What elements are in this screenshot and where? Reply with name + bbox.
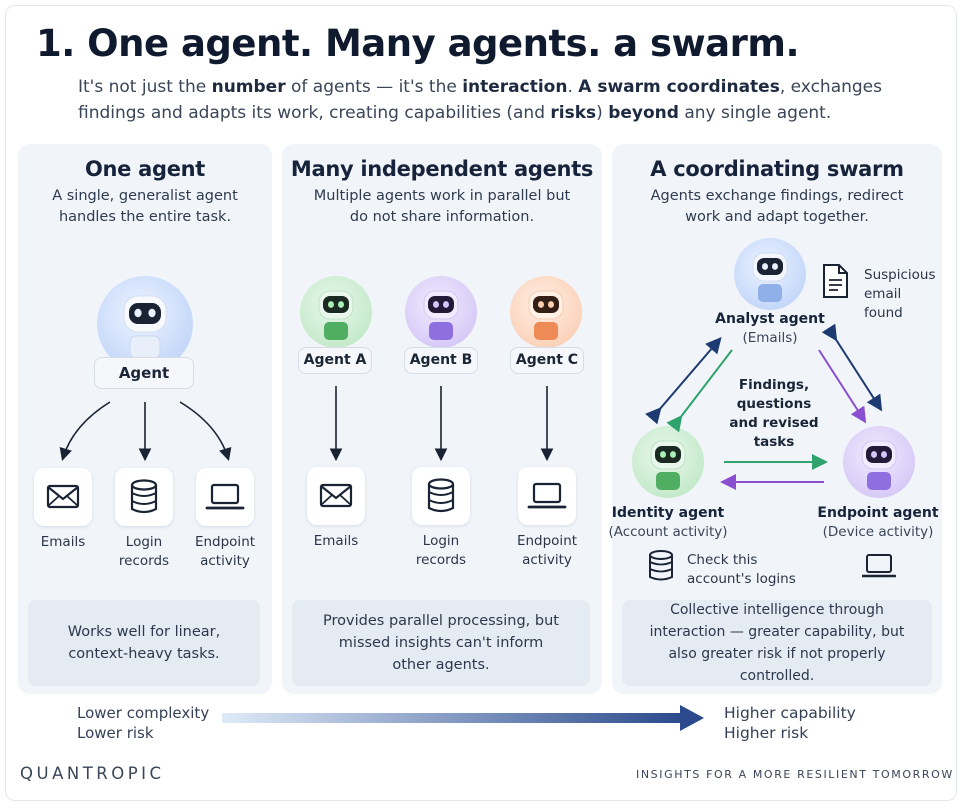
- subtitle-part-3: interaction: [462, 77, 568, 97]
- document-icon: [820, 263, 850, 299]
- panel-three-note: Collective intelligence through interact…: [622, 600, 932, 686]
- panel-one-note: Works well for linear, context-heavy tas…: [28, 600, 260, 686]
- suspicious-email-text: Suspicious email found: [864, 267, 936, 321]
- outer-frame: [5, 5, 957, 801]
- subtitle-part-5: A swarm coordinates: [578, 77, 780, 97]
- endpoint-activity-tile-2: [518, 467, 576, 525]
- identity-agent-name: Identity agent: [611, 505, 725, 521]
- tile-label-login-records: Login records: [118, 534, 170, 569]
- higher-capability-text: Higher capability: [724, 704, 856, 722]
- panel-many-agents-description: Multiple agents work in parallel but do …: [313, 188, 571, 225]
- analyst-agent-sub: (Emails): [742, 330, 798, 346]
- subtitle-part-7: risks: [550, 103, 597, 123]
- identity-robot-icon: [632, 426, 704, 498]
- arrow-identity-analyst-navy: [645, 336, 722, 425]
- subtitle-part-0: It's not just the: [78, 77, 212, 97]
- database-icon: [130, 479, 158, 514]
- agent-a-label: Agent A: [298, 347, 372, 374]
- agent-c-label: Agent C: [510, 347, 584, 374]
- endpoint-activity-tile: [196, 468, 254, 526]
- panel-swarm-description: Agents exchange findings, redirect work …: [650, 188, 904, 225]
- endpoint-agent-name: Endpoint agent: [817, 505, 939, 521]
- subtitle-part-9: beyond: [608, 103, 679, 123]
- agent-b-robot-icon: [405, 276, 477, 348]
- mail-icon: [46, 484, 80, 509]
- panel-swarm-title: A coordinating swarm: [650, 157, 904, 181]
- endpoint-robot-icon: [843, 426, 915, 498]
- higher-risk-text: Higher risk: [724, 724, 809, 742]
- login-records-tile-2: [412, 467, 470, 525]
- emails-tile: [34, 468, 92, 526]
- login-records-tile: [115, 468, 173, 526]
- panel-two-note: Provides parallel processing, but missed…: [292, 600, 590, 686]
- panel-one-agent-description: A single, generalist agent handles the e…: [52, 188, 238, 225]
- spectrum-right-text: Higher capability Higher risk: [724, 703, 856, 743]
- exchange-center-text: Findings, questions and revised tasks: [729, 377, 819, 450]
- subtitle-part-1: number: [211, 77, 286, 97]
- lower-complexity-text: Lower complexity: [77, 704, 210, 722]
- laptop-icon: [861, 552, 897, 580]
- panel-two-arrows: [329, 386, 554, 462]
- spectrum-arrow: [222, 705, 704, 731]
- subtitle-part-2: of agents — it's the: [285, 77, 463, 97]
- tile-label-emails: Emails: [40, 534, 86, 550]
- arrow-to-emails: [59, 401, 111, 462]
- panel-one-agent-title: One agent: [84, 157, 206, 181]
- laptop-icon: [205, 483, 245, 510]
- generalist-robot-icon: [97, 276, 193, 372]
- emails-tile-2: [307, 467, 365, 525]
- database-icon: [427, 478, 455, 513]
- brand-logo-text: QUANTROPIC: [20, 764, 165, 783]
- arrow-analyst-endpoint-purple: [818, 349, 867, 424]
- tile-label-login-records-2: Login records: [415, 533, 467, 568]
- identity-agent-sub: (Account activity): [608, 524, 728, 540]
- check-logins-text: Check this account's logins: [687, 552, 796, 587]
- agent-b-label: Agent B: [404, 347, 478, 374]
- subtitle-part-6: , exchanges findings and adapts its work…: [78, 77, 882, 123]
- agent-a-robot-icon: [300, 276, 372, 348]
- subtitle-part-4: .: [567, 77, 579, 97]
- agent-label: Agent: [94, 357, 194, 389]
- database-icon: [646, 549, 676, 583]
- subtitle-part-8: ): [596, 103, 609, 123]
- panel-one-arrows: [59, 401, 232, 462]
- analyst-robot-icon: [734, 238, 806, 310]
- page-subtitle: It's not just the number of agents — it'…: [78, 74, 898, 126]
- arrow-identity-analyst-green: [666, 349, 733, 433]
- agent-c-robot-icon: [510, 276, 582, 348]
- tile-label-emails-2: Emails: [313, 533, 359, 549]
- mail-icon: [319, 483, 353, 508]
- swarm-arrows: [645, 323, 883, 490]
- page-title: 1. One agent. Many agents. a swarm.: [36, 22, 800, 65]
- tile-label-endpoint-activity: Endpoint activity: [194, 534, 256, 569]
- panel-many-agents-title: Many independent agents: [290, 157, 594, 181]
- arrow-to-endpoint: [179, 401, 232, 462]
- lower-risk-text: Lower risk: [77, 724, 154, 742]
- arrow-analyst-endpoint-navy: [821, 323, 883, 412]
- analyst-agent-name: Analyst agent: [715, 311, 825, 327]
- tile-label-endpoint-activity-2: Endpoint activity: [516, 533, 578, 568]
- subtitle-part-10: any single agent.: [678, 103, 832, 123]
- spectrum-left-text: Lower complexity Lower risk: [77, 703, 209, 743]
- laptop-icon: [527, 482, 567, 509]
- endpoint-agent-sub: (Device activity): [822, 524, 934, 540]
- footer-tagline: INSIGHTS FOR A MORE RESILIENT TOMORROW: [636, 768, 954, 781]
